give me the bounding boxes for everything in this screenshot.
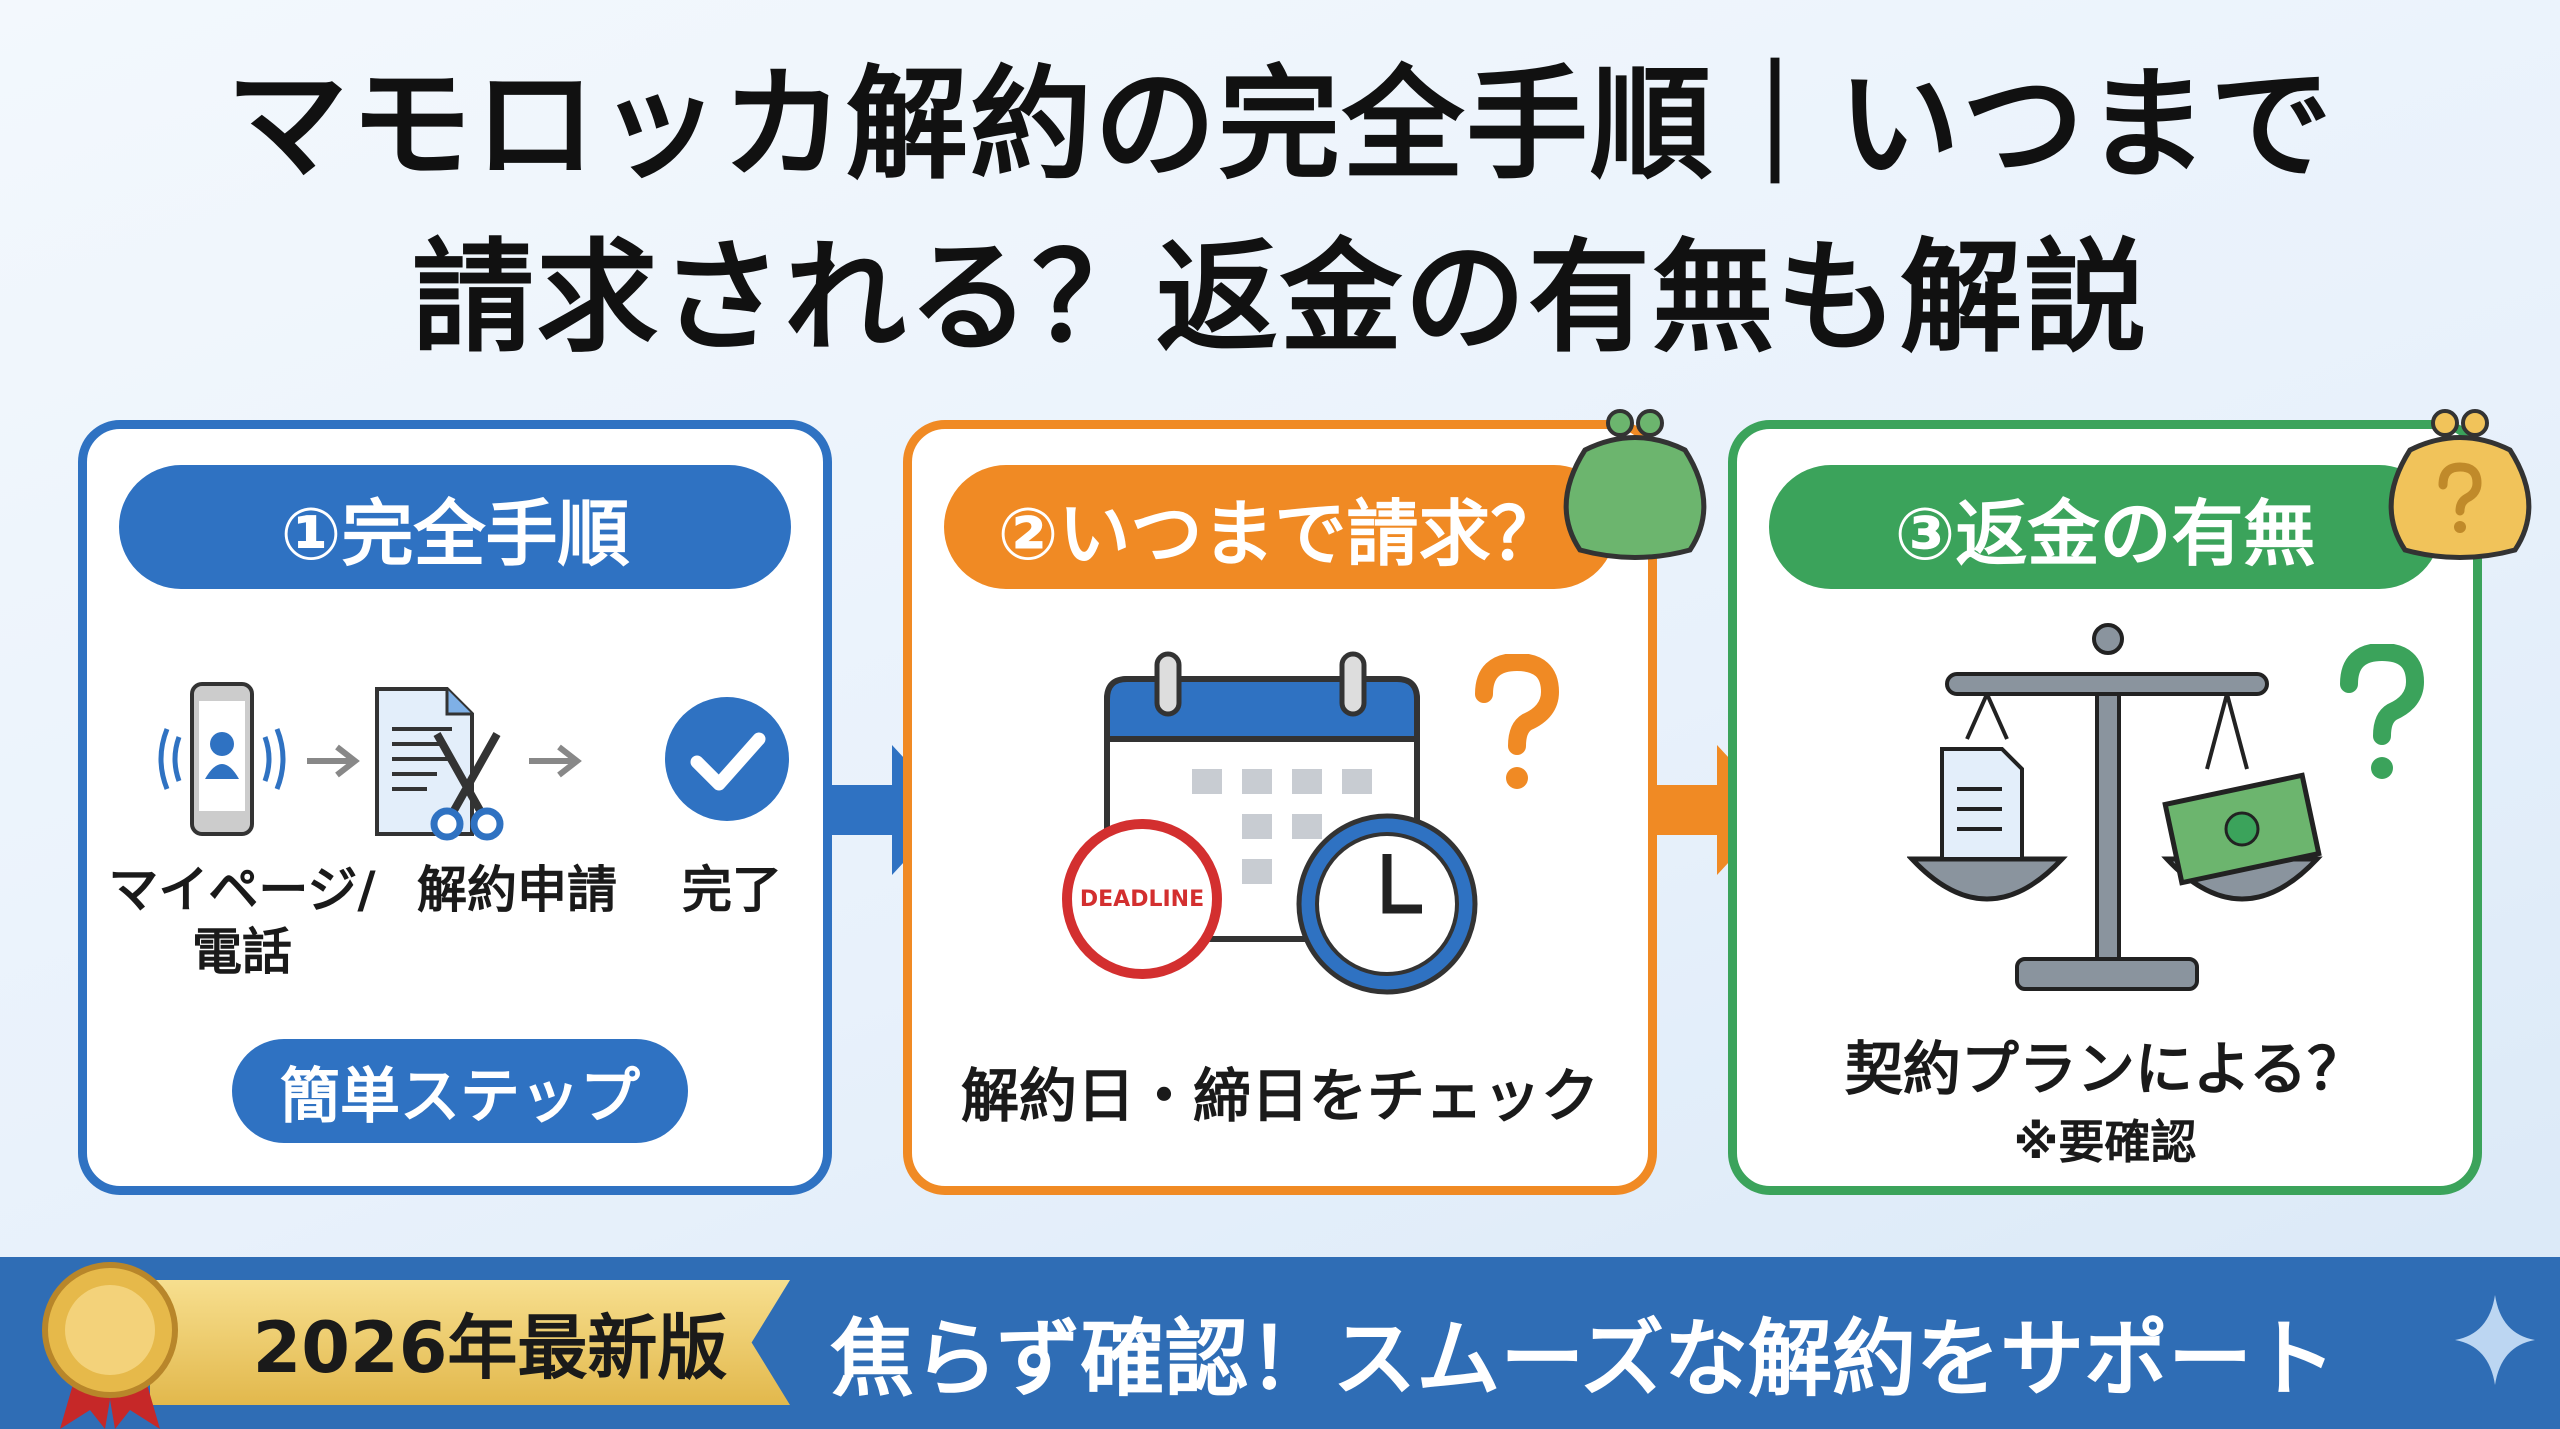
- purse-icon: [2388, 409, 2532, 560]
- footer-slogan: 焦らず確認！スムーズな解約をサポート: [830, 1310, 2337, 1408]
- document-scissors-icon: [375, 687, 504, 841]
- panel-note: ※要確認: [2013, 1115, 2197, 1169]
- phone-icon: [158, 682, 286, 836]
- step-label-mypage: マイページ/電話: [92, 859, 392, 983]
- easy-steps-tag: 簡単ステップ: [232, 1039, 688, 1143]
- step-label-line: マイページ/: [108, 861, 376, 919]
- title-line-2: 請求される？返金の有無も解説: [412, 227, 2148, 369]
- clock-icon: [1296, 813, 1478, 995]
- panel-complete-steps: ①完全手順 マイページ/電話 解約申請 完了 簡単ステップ: [78, 420, 832, 1195]
- panel-caption: 契約プランによる？: [1844, 1035, 2366, 1103]
- panel-caption: 解約日・締日をチェック: [960, 1062, 1599, 1130]
- scale-icon: [1907, 623, 2323, 991]
- step-label-line: 電話: [192, 923, 292, 981]
- arrow-icon: [529, 744, 582, 778]
- panel-billing-until: ②いつまで請求？ DEADLINE 解約日・締日をチェック: [903, 420, 1657, 1195]
- title-line-1: マモロッカ解約の完全手順｜いつまで: [226, 54, 2334, 196]
- money-icon: [2162, 772, 2322, 886]
- step-label-apply: 解約申請: [417, 861, 617, 919]
- step-label-done: 完了: [682, 861, 782, 919]
- panel-refund: ③返金の有無 契約プランによる？ ※要確認: [1728, 420, 2482, 1195]
- arrow-icon: [307, 744, 360, 778]
- deadline-stamp: DEADLINE: [1062, 819, 1222, 979]
- panel-heading: ①完全手順: [119, 465, 791, 589]
- purse-icon: [1563, 409, 1707, 560]
- sparkle-icon: [2455, 1295, 2535, 1385]
- panel-heading: ③返金の有無: [1769, 465, 2441, 589]
- edition-badge: 2026年最新版: [150, 1280, 790, 1405]
- check-circle-icon: [665, 697, 789, 821]
- question-icon: [1475, 654, 1560, 789]
- panel-heading: ②いつまで請求？: [944, 465, 1616, 589]
- medal-icon: [42, 1262, 178, 1429]
- question-icon: [2340, 644, 2425, 779]
